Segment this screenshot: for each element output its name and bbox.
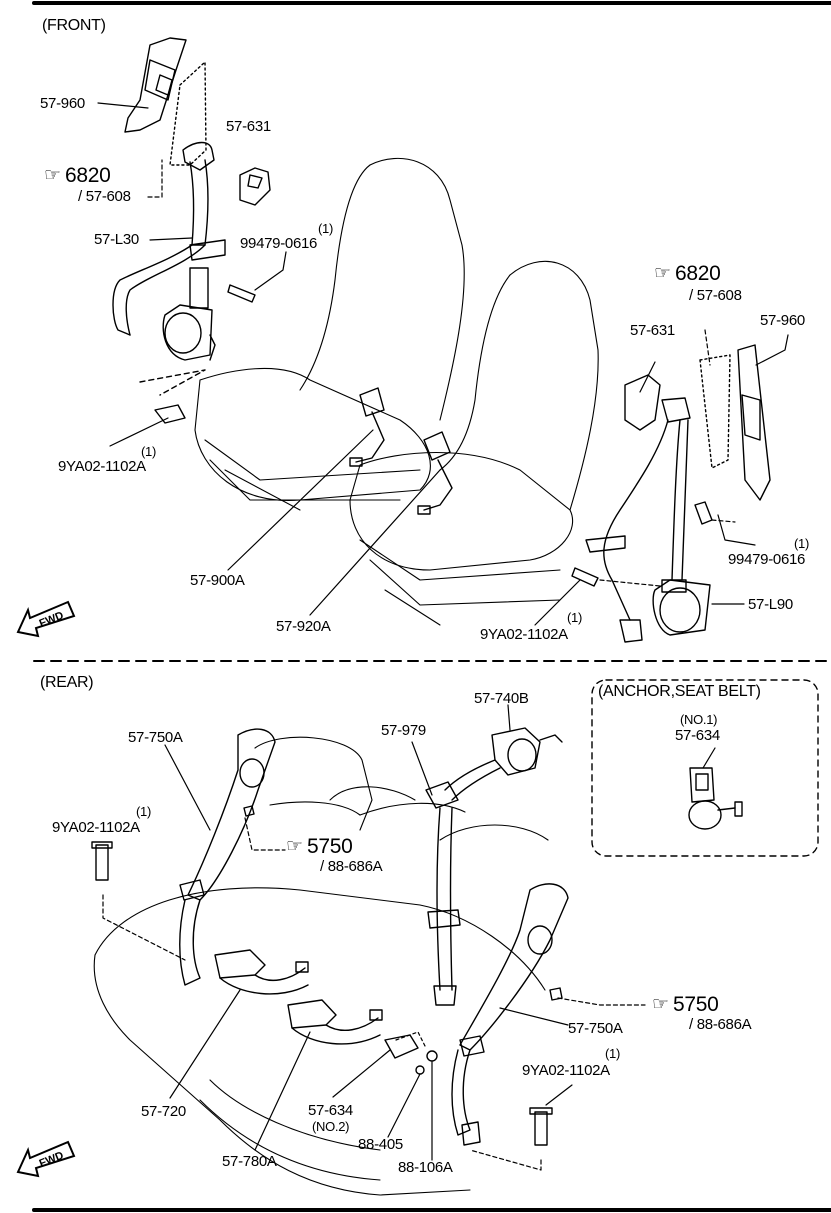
part-label[interactable]: 57-720	[141, 1103, 186, 1120]
anchor-box	[591, 679, 819, 857]
part-label[interactable]: 57-960	[760, 312, 805, 329]
rear-left-belt-57-750A	[91, 728, 276, 986]
pointing-hand-icon: ☞	[654, 263, 672, 284]
part-label[interactable]: 9YA02-1102A	[480, 626, 568, 643]
quantity: (1)	[794, 536, 809, 551]
rear-center-belt-57-740B	[425, 727, 563, 1006]
front-right-seatbelt-assembly	[571, 344, 771, 643]
anchor-57-634-no2	[384, 1034, 438, 1075]
fwd-arrow-icon: FWD	[14, 598, 78, 638]
part-label[interactable]: 57-634	[308, 1102, 353, 1119]
leaders-front	[97, 102, 789, 626]
front-seats	[194, 157, 599, 626]
front-left-seatbelt-assembly	[112, 37, 256, 424]
part-label[interactable]: 88-106A	[398, 1159, 453, 1176]
part-label[interactable]: 9YA02-1102A	[58, 458, 146, 475]
part-label[interactable]: 99479-0616	[728, 551, 806, 568]
part-label[interactable]: 57-631	[630, 322, 675, 339]
reference-6820-left[interactable]: ☞ 6820	[44, 165, 111, 187]
reference-6820-right[interactable]: ☞ 6820	[654, 263, 721, 285]
reference-number: 5750	[307, 835, 353, 858]
quantity: (NO.1)	[680, 712, 718, 727]
pointing-hand-icon: ☞	[286, 836, 304, 857]
rear-buckle-57-720	[214, 949, 309, 995]
quantity: (1)	[567, 610, 582, 625]
section-anchor-heading: (ANCHOR,SEAT BELT)	[598, 683, 761, 700]
reference-sub: / 88-686A	[689, 1016, 752, 1033]
anchor-57-634-no1	[688, 767, 743, 830]
buckle-57-900A	[349, 387, 385, 467]
quantity: (1)	[141, 444, 156, 459]
part-label[interactable]: 57-960	[40, 95, 85, 112]
part-label[interactable]: 57-L30	[94, 231, 139, 248]
reference-number: 6820	[675, 262, 721, 285]
part-label[interactable]: 9YA02-1102A	[522, 1062, 610, 1079]
reference-number: 6820	[65, 164, 111, 187]
pointing-hand-icon: ☞	[44, 165, 62, 186]
part-label[interactable]: 57-780A	[222, 1153, 277, 1170]
rear-seat	[93, 736, 549, 1196]
fwd-arrow-icon: FWD	[14, 1138, 78, 1178]
part-label[interactable]: 88-405	[358, 1136, 403, 1153]
rear-right-belt-57-750A	[451, 883, 569, 1146]
part-label[interactable]: 57-979	[381, 722, 426, 739]
part-label[interactable]: 57-920A	[276, 618, 331, 635]
part-label[interactable]: 57-750A	[568, 1020, 623, 1037]
section-rear-heading: (REAR)	[40, 674, 94, 691]
part-label[interactable]: 9YA02-1102A	[52, 819, 140, 836]
part-label[interactable]: 99479-0616	[240, 235, 318, 252]
part-label[interactable]: 57-750A	[128, 729, 183, 746]
part-label[interactable]: 57-L90	[748, 596, 793, 613]
reference-number: 5750	[673, 993, 719, 1016]
buckle-57-920A	[417, 431, 453, 515]
part-label[interactable]: 57-740B	[474, 690, 529, 707]
part-label[interactable]: 57-634	[675, 727, 720, 744]
quantity: (1)	[605, 1046, 620, 1061]
cover-57-631-left	[239, 167, 271, 206]
quantity: (1)	[318, 221, 333, 236]
reference-sub: / 57-608	[78, 188, 131, 205]
reference-5750-left[interactable]: ☞ 5750	[286, 836, 353, 858]
pointing-hand-icon: ☞	[652, 994, 670, 1015]
part-label[interactable]: 57-631	[226, 118, 271, 135]
reference-sub: / 88-686A	[320, 858, 383, 875]
reference-sub: / 57-608	[689, 287, 742, 304]
leaders-rear	[102, 704, 716, 1171]
section-front-heading: (FRONT)	[42, 17, 106, 34]
quantity: (NO.2)	[312, 1119, 350, 1134]
rear-buckle-57-780A	[287, 999, 383, 1045]
part-label[interactable]: 57-900A	[190, 572, 245, 589]
quantity: (1)	[136, 804, 151, 819]
reference-5750-right[interactable]: ☞ 5750	[652, 994, 719, 1016]
